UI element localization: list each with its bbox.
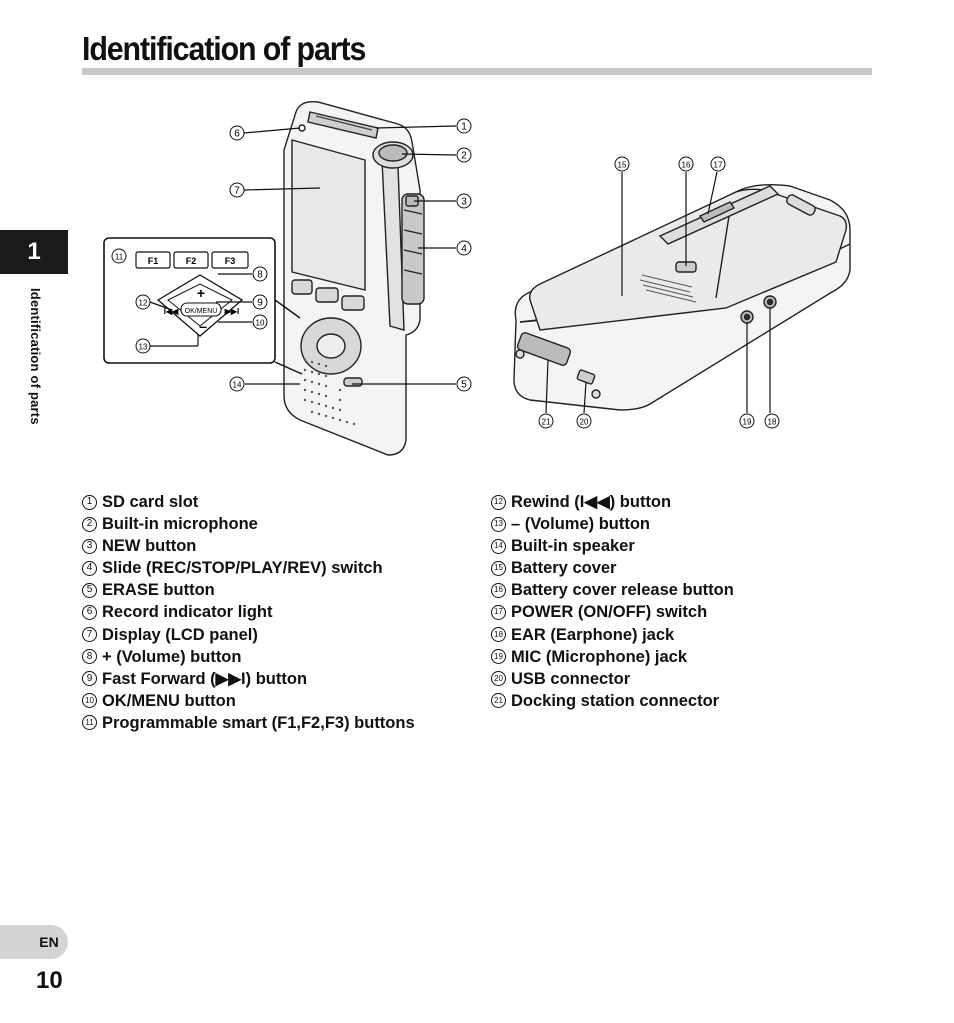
svg-text:5: 5 — [461, 380, 467, 391]
svg-text:12: 12 — [139, 299, 148, 308]
svg-text:1: 1 — [461, 122, 467, 133]
callout-15: 15 — [614, 156, 630, 172]
chapter-side-label: Identification of parts — [28, 288, 43, 425]
svg-text:11: 11 — [115, 253, 124, 262]
f3-key-label: F3 — [225, 256, 236, 266]
callout-2: 2 — [456, 147, 472, 163]
callout-19: 19 — [739, 413, 755, 429]
device-illustration: F1 F2 F3 OK/MENU + – I◀◀ ▶▶I — [103, 101, 851, 456]
callout-17: 17 — [710, 156, 726, 172]
svg-text:2: 2 — [461, 151, 467, 162]
title-underline — [82, 68, 872, 75]
svg-text:18: 18 — [768, 418, 777, 427]
recorder-back-view — [513, 183, 851, 411]
page-number: 10 — [36, 967, 63, 994]
list-item: 8+ (Volume) button — [82, 646, 415, 668]
f1-key-label: F1 — [148, 256, 159, 266]
svg-text:15: 15 — [618, 161, 627, 170]
callout-7: 7 — [229, 182, 245, 198]
svg-text:19: 19 — [743, 418, 752, 427]
button-inset-panel: F1 F2 F3 OK/MENU + – I◀◀ ▶▶I — [103, 237, 303, 375]
callout-6: 6 — [229, 125, 245, 141]
callout-12: 12 — [135, 294, 151, 310]
callout-13: 13 — [135, 338, 151, 354]
f2-key-label: F2 — [186, 256, 197, 266]
callout-9: 9 — [252, 294, 268, 310]
callout-14: 14 — [229, 376, 245, 392]
callout-5: 5 — [456, 376, 472, 392]
svg-text:3: 3 — [461, 197, 467, 208]
svg-text:16: 16 — [682, 161, 691, 170]
callout-10: 10 — [252, 314, 268, 330]
callout-3: 3 — [456, 193, 472, 209]
language-tab: EN — [0, 925, 68, 959]
svg-text:21: 21 — [542, 418, 551, 427]
svg-text:4: 4 — [461, 244, 467, 255]
recorder-front-view — [283, 101, 425, 456]
svg-text:6: 6 — [234, 129, 240, 140]
callout-20: 20 — [576, 413, 592, 429]
svg-text:9: 9 — [257, 298, 263, 309]
plus-key-label: + — [197, 285, 205, 301]
ok-menu-key-label: OK/MENU — [185, 308, 218, 315]
chapter-tab: 1 — [0, 230, 68, 274]
callout-1: 1 — [456, 118, 472, 134]
callout-21: 21 — [538, 413, 554, 429]
svg-text:17: 17 — [714, 161, 723, 170]
callout-11: 11 — [111, 248, 127, 264]
svg-text:7: 7 — [234, 186, 240, 197]
page-title: Identification of parts — [82, 30, 366, 67]
forward-key-label: ▶▶I — [224, 307, 240, 316]
svg-text:14: 14 — [233, 381, 242, 390]
minus-key-label: – — [199, 318, 207, 334]
list-item: 13– (Volume) button — [491, 513, 734, 535]
callout-16: 16 — [678, 156, 694, 172]
svg-text:10: 10 — [256, 319, 265, 328]
callout-markers: 1 2 3 4 5 6 7 8 9 10 11 12 13 14 15 16 1… — [111, 118, 780, 429]
callout-8: 8 — [252, 266, 268, 282]
callout-18: 18 — [764, 413, 780, 429]
svg-text:8: 8 — [257, 270, 263, 281]
rewind-key-label: I◀◀ — [164, 307, 179, 316]
svg-text:20: 20 — [580, 418, 589, 427]
callout-4: 4 — [456, 240, 472, 256]
svg-text:13: 13 — [139, 343, 148, 352]
